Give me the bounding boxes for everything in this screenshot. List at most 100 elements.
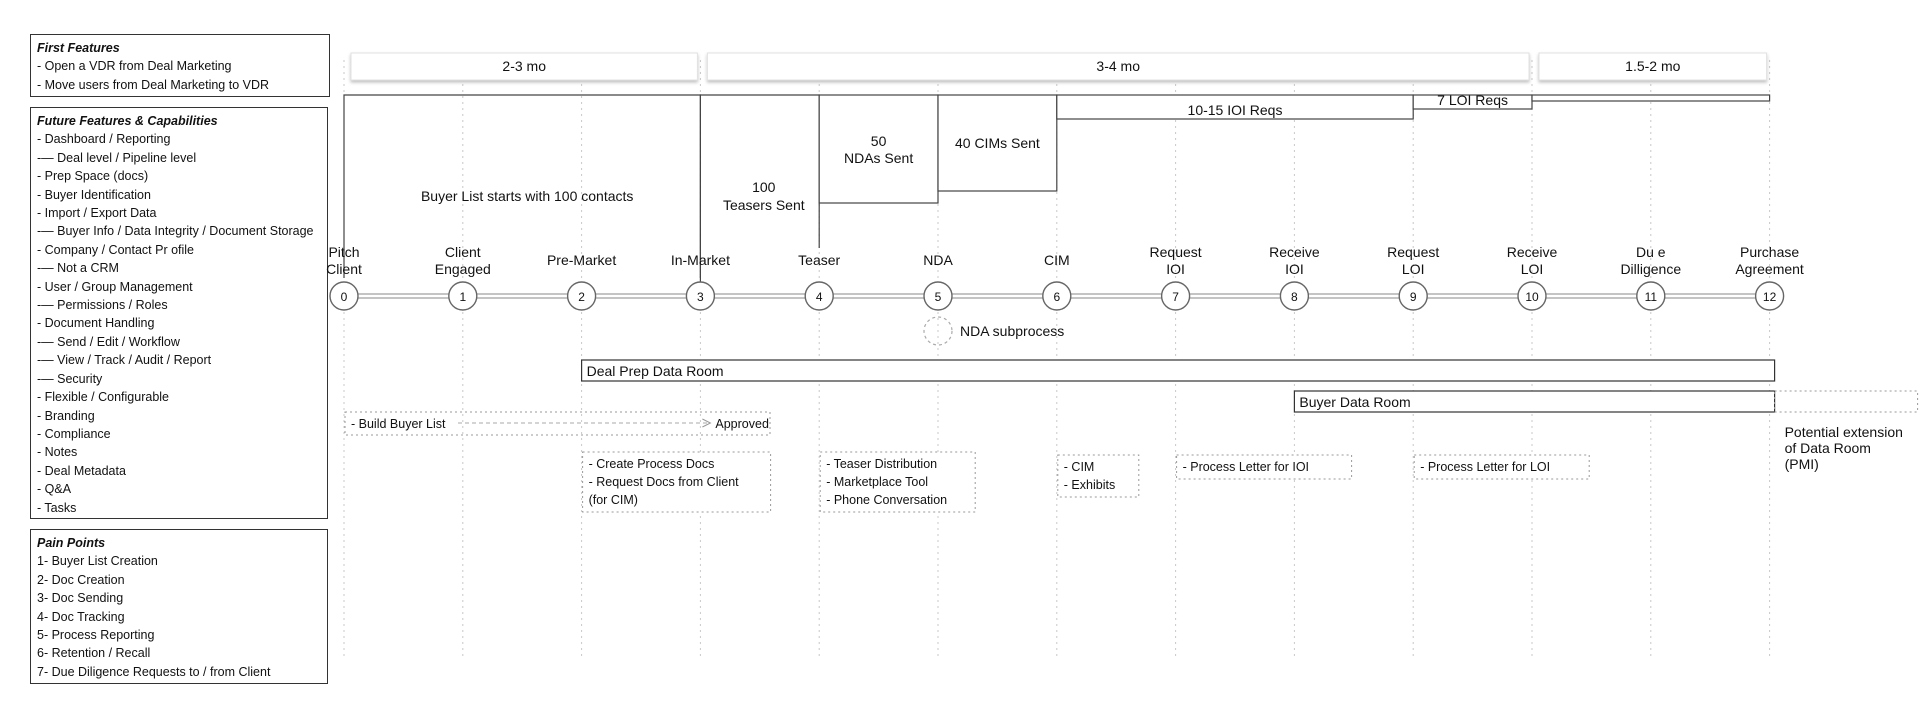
list-item: -— Permissions / Roles	[37, 298, 168, 313]
task-note: - CIM - Exhibits	[1057, 454, 1140, 498]
list-item: 4- Doc Tracking	[37, 609, 125, 624]
list-item: - Notes	[37, 445, 78, 460]
funnel-step	[1531, 94, 1771, 102]
phase-label: 3-4 mo	[1096, 58, 1140, 74]
milestone-number: 8	[1291, 290, 1298, 304]
funnel-box	[818, 94, 939, 204]
list-item: 5- Process Reporting	[37, 628, 155, 643]
note-text: - Marketplace Tool	[826, 475, 928, 489]
milestone-label: Receive	[1507, 244, 1558, 260]
milestone-label: LOI	[1521, 261, 1544, 277]
milestone-number: 4	[816, 290, 823, 304]
list-item: - Compliance	[37, 426, 111, 441]
phase-box-frame	[1538, 52, 1768, 81]
milestone-number: 7	[1172, 290, 1179, 304]
extension-note: Potential extension	[1785, 424, 1903, 440]
note-text: - Phone Conversation	[826, 493, 947, 507]
milestone-number: 10	[1525, 290, 1539, 304]
note-frame	[1176, 454, 1353, 480]
milestone-label: Purchase	[1740, 244, 1799, 260]
list-item: - User / Group Management	[37, 279, 193, 294]
data-room-bar: Deal Prep Data Room	[580, 359, 1776, 382]
milestone-label: IOI	[1166, 261, 1185, 277]
funnel-label: 100	[752, 179, 776, 195]
phase-box-frame	[706, 52, 1530, 81]
list-item: 1- Buyer List Creation	[37, 554, 158, 569]
data-room-label: Deal Prep Data Room	[587, 363, 724, 379]
list-item: 7- Due Diligence Requests to / from Clie…	[37, 664, 271, 679]
milestone-label: IOI	[1285, 261, 1304, 277]
phase-box-frame	[350, 52, 698, 81]
data-room-extension	[1774, 390, 1919, 413]
first-features-panel: First Features - Open a VDR from Deal Ma…	[30, 34, 330, 97]
milestone-label: Dilligence	[1620, 261, 1681, 277]
list-item: -— Buyer Info / Data Integrity / Documen…	[37, 224, 314, 239]
milestone: 4 Teaser	[798, 252, 841, 311]
milestone-node	[566, 281, 597, 311]
milestone-label: Engaged	[435, 261, 491, 277]
note-text: (for CIM)	[589, 493, 638, 507]
list-item: - Buyer Identification	[37, 187, 151, 202]
phase-box: 2-3 mo	[350, 52, 698, 81]
task-note: - Create Process Docs- Request Docs from…	[582, 451, 772, 513]
milestone-node	[1279, 281, 1310, 311]
phase-label: 1.5-2 mo	[1625, 58, 1680, 74]
milestone-number: 6	[1053, 290, 1060, 304]
list-item: -— Not a CRM	[37, 261, 119, 276]
note-frame	[1413, 454, 1590, 480]
milestone-label: Teaser	[798, 252, 840, 268]
milestone-number: 11	[1645, 290, 1658, 304]
phase-label: 2-3 mo	[502, 58, 546, 74]
extension-note: (PMI)	[1785, 456, 1819, 472]
milestone-number: 9	[1410, 290, 1417, 304]
funnel-step: 40 CIMs Sent	[937, 94, 1058, 192]
data-room-frame	[1293, 390, 1776, 413]
task-note: - Process Letter for LOI	[1413, 454, 1590, 480]
list-item: - Flexible / Configurable	[37, 390, 170, 405]
list-item: - Move users from Deal Marketing to VDR	[37, 77, 270, 92]
milestone-label: Client	[326, 261, 362, 277]
list-item: 2- Doc Creation	[37, 572, 125, 587]
milestone-node	[448, 281, 478, 311]
note-frame	[582, 451, 772, 513]
milestone-node	[1517, 281, 1547, 311]
funnel-label: NDAs Sent	[844, 150, 913, 166]
funnel-label: 50	[871, 133, 887, 149]
pain-points-title: Pain Points	[37, 536, 106, 550]
milestone-number: 3	[697, 290, 704, 304]
extension-note: of Data Room	[1785, 440, 1871, 456]
note-text: - Process Letter for LOI	[1420, 460, 1550, 474]
note-text: - Create Process Docs	[589, 457, 715, 471]
milestone-label: Receive	[1269, 244, 1320, 260]
funnel-label: 40 CIMs Sent	[955, 135, 1040, 151]
list-item: 3- Doc Sending	[37, 591, 124, 606]
funnel-box	[1056, 94, 1414, 120]
funnel-step: 10-15 IOI Reqs	[1056, 94, 1414, 120]
milestone-node	[1754, 281, 1785, 311]
milestone-label: Du e	[1636, 244, 1666, 260]
note-text: - CIM	[1064, 460, 1095, 474]
funnel-box	[937, 94, 1058, 192]
list-item: - Q&A	[37, 482, 72, 497]
list-item: -— Deal level / Pipeline level	[37, 150, 197, 165]
milestone-number: 0	[341, 290, 348, 304]
milestone-label: Pre-Market	[547, 252, 616, 268]
funnel-label: 10-15 IOI Reqs	[1188, 102, 1283, 118]
milestone-number: 5	[935, 290, 942, 304]
list-item: - Tasks	[37, 500, 77, 515]
data-room-bar: Buyer Data Room	[1293, 390, 1919, 413]
list-item: - Dashboard / Reporting	[37, 132, 171, 147]
note-text: - Process Letter for IOI	[1183, 460, 1309, 474]
future-features-title: Future Features & Capabilities	[37, 114, 218, 128]
milestone-label: Pitch	[328, 244, 359, 260]
funnel-bracket	[343, 94, 701, 278]
milestone-node	[685, 281, 716, 311]
list-item: -— View / Track / Audit / Report	[37, 353, 212, 368]
note-text: - Exhibits	[1064, 478, 1115, 492]
